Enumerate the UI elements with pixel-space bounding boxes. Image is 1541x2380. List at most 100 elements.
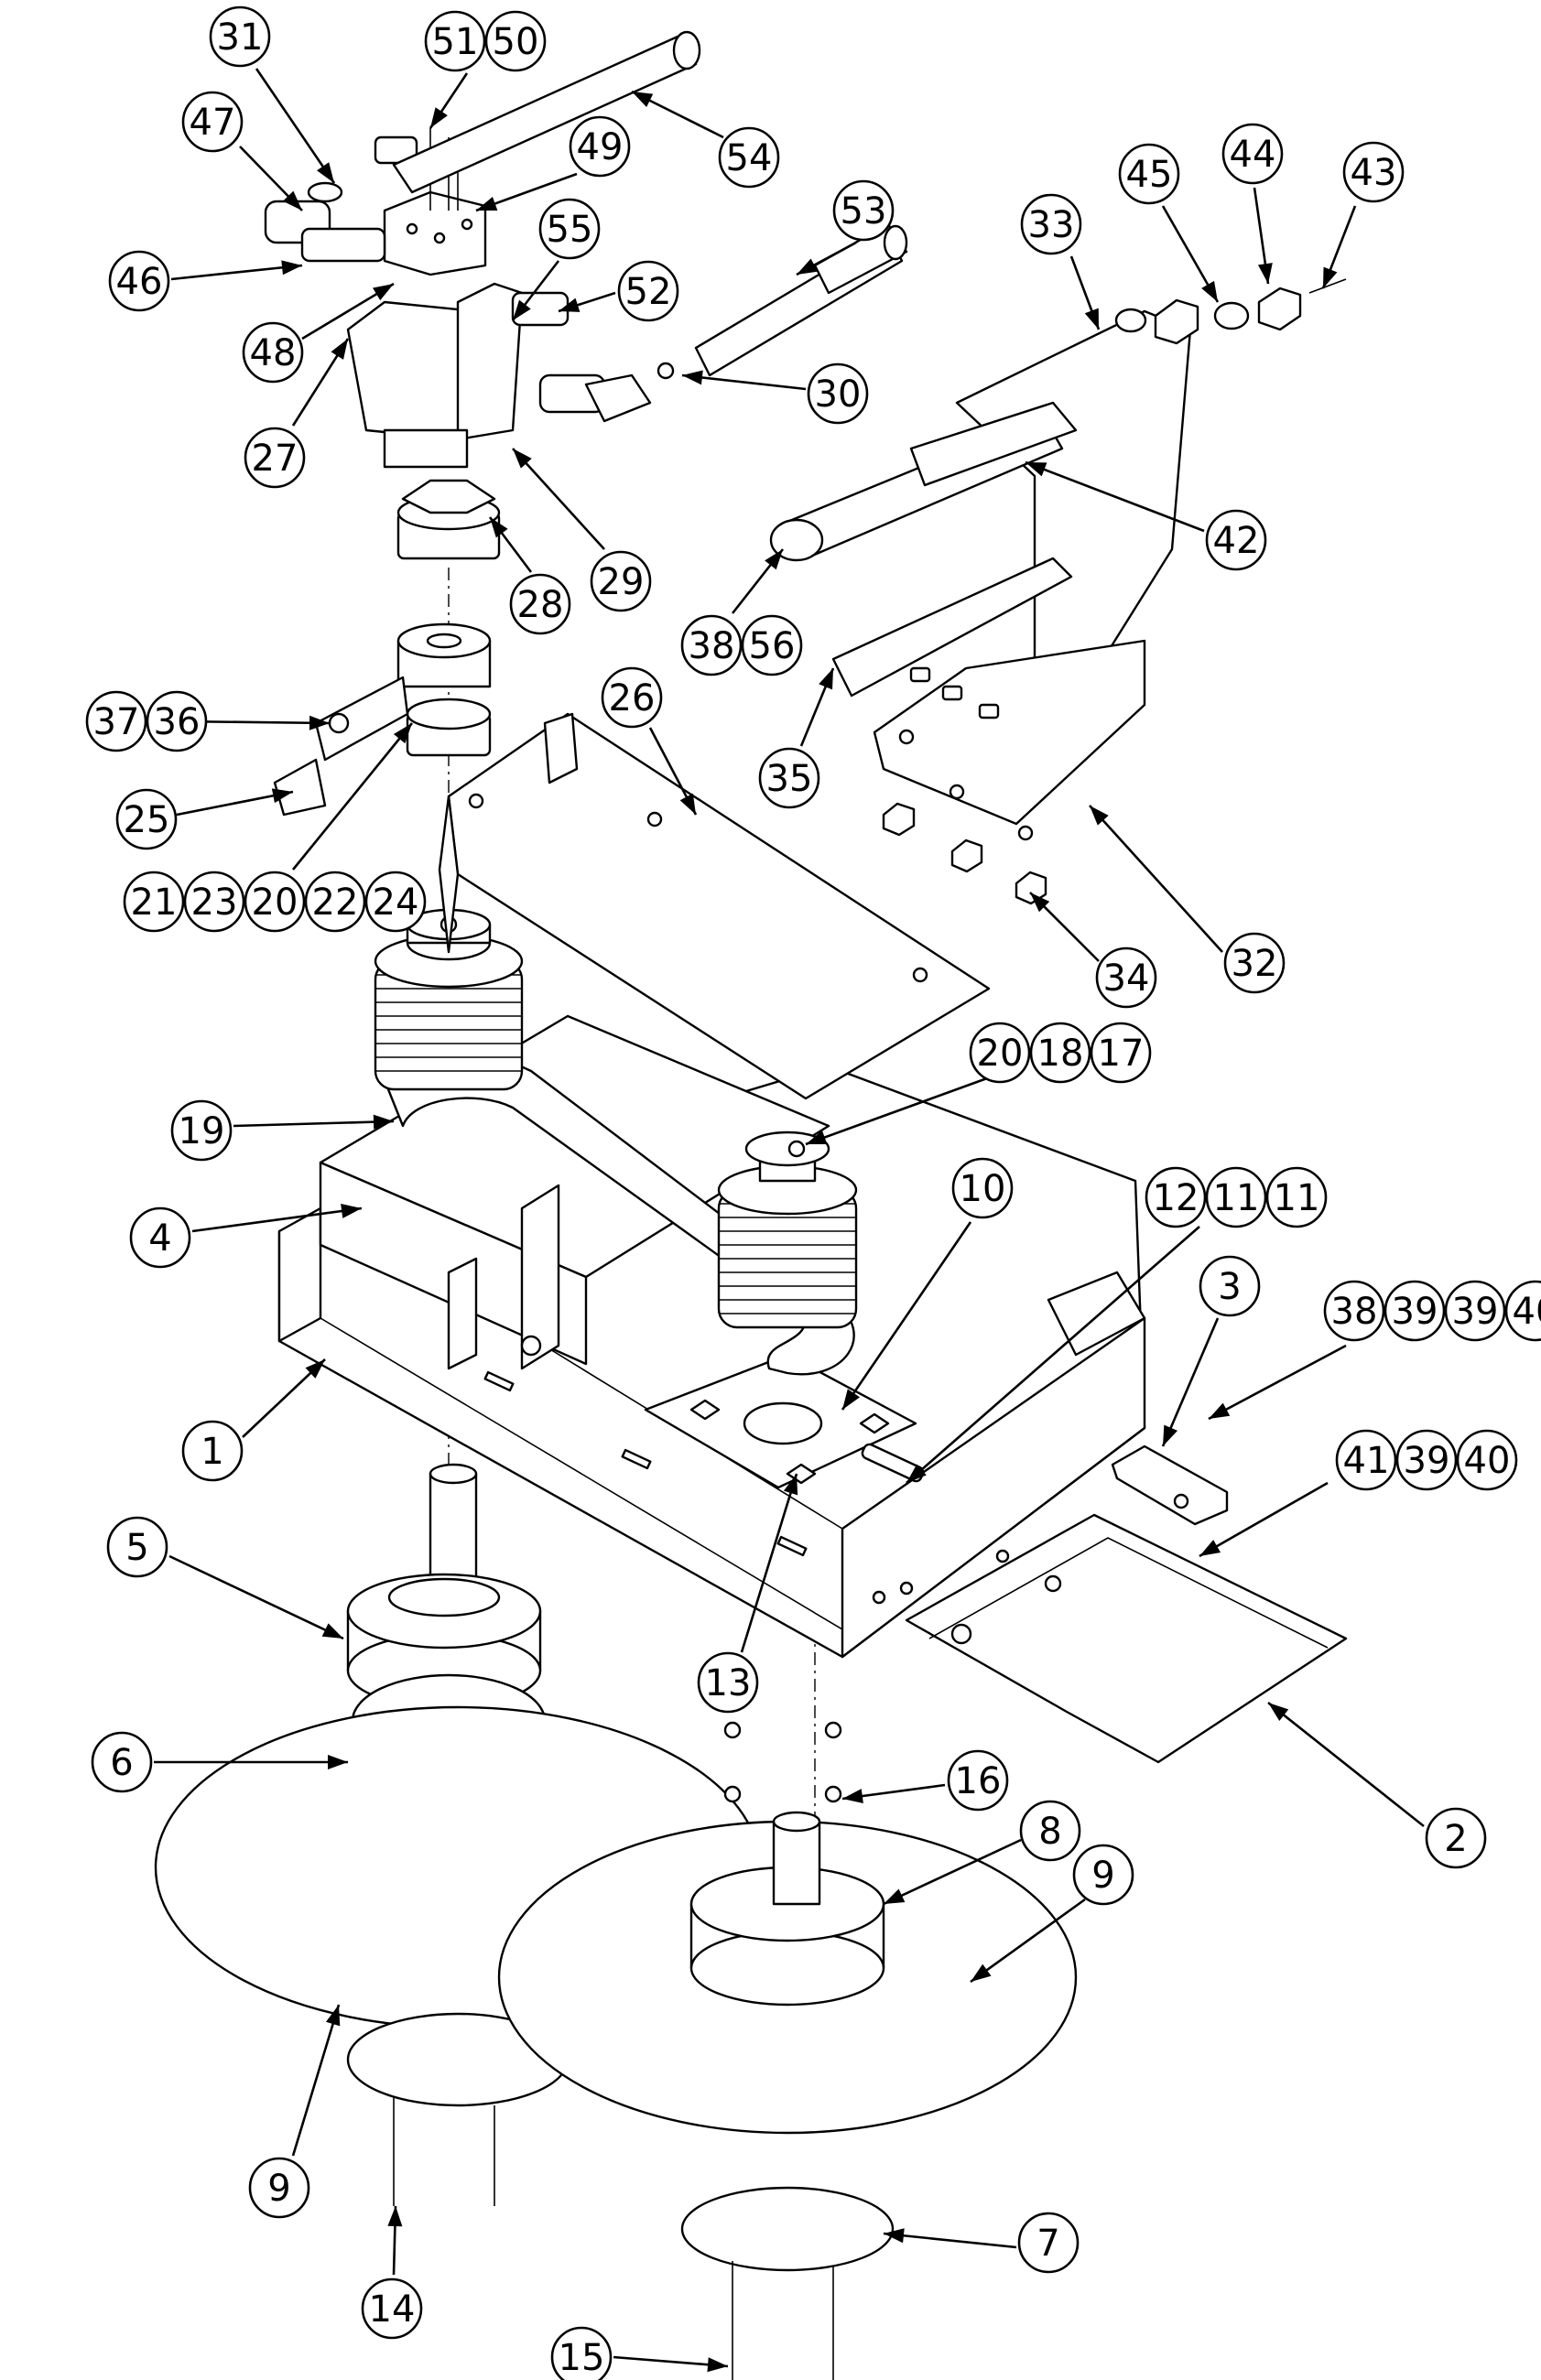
callout-circle [1205, 509, 1267, 571]
callout-c-13: 13 [697, 1651, 759, 1714]
callout-circle [509, 573, 571, 635]
arrowhead-c-54 [632, 92, 654, 107]
callout-number: 11 [1274, 1177, 1320, 1219]
upper-coupling [396, 479, 501, 560]
callout-number: 34 [1103, 957, 1150, 1000]
cover-plate [438, 712, 991, 1100]
coupling [396, 622, 492, 757]
callout-circle [1118, 143, 1180, 205]
callout-c-30: 30 [807, 362, 869, 425]
callout-c-6: 6 [91, 1731, 153, 1793]
callout-circle [741, 614, 803, 676]
leader-line-c-42 [1025, 460, 1205, 533]
arrowhead-c-13 [783, 1474, 798, 1496]
leader-line-c-21-23-20-22-24 [291, 722, 414, 871]
pipe-53 [657, 222, 908, 380]
callout-circle [1444, 1280, 1506, 1342]
leader-line-c-9b [291, 2004, 341, 2157]
callout-c-7: 7 [1017, 2212, 1080, 2274]
callout-c-48: 48 [242, 321, 304, 384]
callout-circle [951, 1157, 1014, 1219]
arrowhead-c-52 [559, 298, 581, 312]
leader-line-c-4 [191, 1206, 363, 1233]
callout-circle [181, 1420, 244, 1482]
callout-number: 42 [1213, 520, 1260, 562]
callout-number: 33 [1028, 204, 1075, 246]
callout-number: 9 [267, 2168, 290, 2210]
callout-circle [1017, 2212, 1080, 2274]
arrowhead-c-38-56 [765, 549, 783, 570]
arrowhead-c-25 [271, 788, 293, 804]
callout-number: 13 [705, 1662, 752, 1704]
upper-pulley [374, 908, 524, 1091]
arrowhead-c-53 [797, 258, 819, 275]
leader-line-c-5 [168, 1554, 344, 1640]
callout-circle [106, 1516, 168, 1578]
callout-number: 1 [201, 1431, 223, 1473]
callout-circle [590, 550, 652, 612]
callout-c-31: 31 [209, 5, 271, 68]
leader-line-c-32 [1089, 805, 1223, 953]
callout-circle [361, 2277, 423, 2340]
arrowhead-c-44 [1257, 263, 1273, 284]
leader-line-c-31 [255, 68, 336, 184]
callout-number: 35 [766, 758, 813, 800]
callout-c-19: 19 [170, 1099, 233, 1162]
callout-circle [170, 1099, 233, 1162]
hub-right [689, 1811, 885, 2007]
callout-circle [718, 126, 780, 189]
callout-circle [1090, 1022, 1152, 1084]
callout-number: 28 [517, 584, 564, 626]
arrowhead-c-2 [1268, 1703, 1289, 1721]
callout-c-28: 28 [509, 573, 571, 635]
arrowhead-c-34 [1030, 892, 1050, 913]
leader-line-c-46 [170, 264, 303, 281]
callout-number: 54 [726, 137, 773, 179]
callout-circle [1456, 1429, 1518, 1491]
callout-number: 30 [815, 373, 862, 416]
callout-circle [1019, 1800, 1081, 1862]
leader-line-c-2 [1267, 1701, 1425, 1828]
callout-circle [1221, 123, 1284, 185]
arrowhead-c-12-11-11 [906, 1464, 927, 1483]
callout-c-8: 8 [1019, 1800, 1081, 1862]
fitting-left [264, 181, 386, 263]
callout-circle [244, 427, 306, 489]
callout-circle [129, 1206, 191, 1269]
callout-circle [248, 2157, 310, 2219]
leader-line-c-13 [740, 1473, 798, 1653]
arrowhead-c-3 [1163, 1424, 1178, 1446]
nut-stack [1114, 278, 1347, 345]
callout-number: 44 [1230, 134, 1276, 176]
callout-c-32: 32 [1223, 932, 1286, 994]
callout-number: 55 [547, 209, 593, 251]
callout-c-33: 33 [1020, 193, 1082, 255]
callout-circle [1145, 1166, 1207, 1228]
callout-number: 6 [110, 1742, 133, 1784]
bracket [1111, 1444, 1229, 1526]
callout-circle [1335, 1429, 1397, 1491]
callout-circle [1384, 1280, 1446, 1342]
callout-number: 4 [148, 1217, 171, 1260]
leader-line-c-8 [883, 1838, 1022, 1906]
callout-number: 40 [1513, 1291, 1541, 1333]
callout-circle [1342, 141, 1405, 203]
callout-number: 31 [217, 16, 264, 59]
callout-number: 2 [1444, 1818, 1467, 1860]
callout-c-1: 1 [181, 1420, 244, 1482]
arrowhead-c-49 [476, 196, 498, 211]
callout-c-38-39-39-40: 38393940 [1323, 1280, 1541, 1342]
arrowhead-c-5 [321, 1623, 343, 1639]
nuts-34 [882, 802, 1047, 905]
callout-circle [1029, 1022, 1091, 1084]
arrowhead-c-19 [373, 1114, 394, 1130]
callout-number: 56 [749, 625, 796, 667]
callout-c-35: 35 [758, 747, 820, 809]
callout-circle [146, 690, 208, 752]
arrowhead-c-9b [325, 2005, 341, 2027]
arrowhead-c-21-23-20-22-24 [393, 723, 412, 744]
